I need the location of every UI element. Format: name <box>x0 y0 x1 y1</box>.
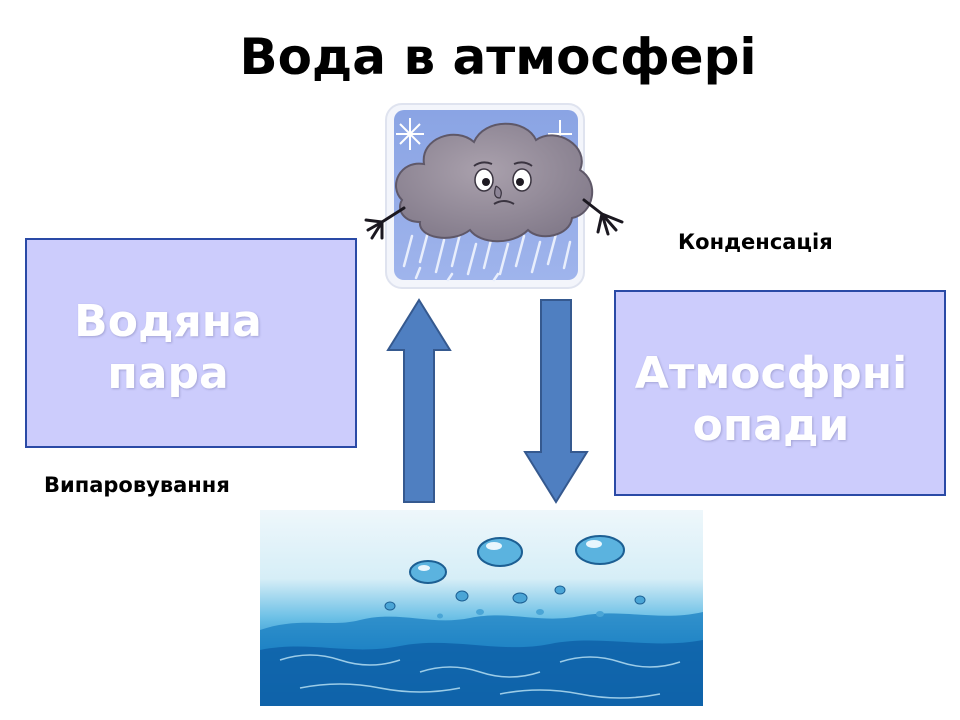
water-vapor-line-1: Водяна <box>74 296 262 347</box>
water-vapor-box: Водяна пара <box>25 238 357 448</box>
water-vapor-line-2: пара <box>107 348 229 399</box>
precipitation-box: Атмосфрні опади <box>614 290 946 496</box>
slide-title: Вода в атмосфері <box>239 28 757 86</box>
arrow-up <box>386 298 452 503</box>
precipitation-line-1: Атмосфрні <box>634 348 908 399</box>
condensation-label: Конденсація <box>678 230 833 254</box>
water-image <box>260 510 703 706</box>
evaporation-label: Випаровування <box>44 473 230 497</box>
arrow-down <box>523 299 589 504</box>
precipitation-line-2: опади <box>692 400 850 451</box>
